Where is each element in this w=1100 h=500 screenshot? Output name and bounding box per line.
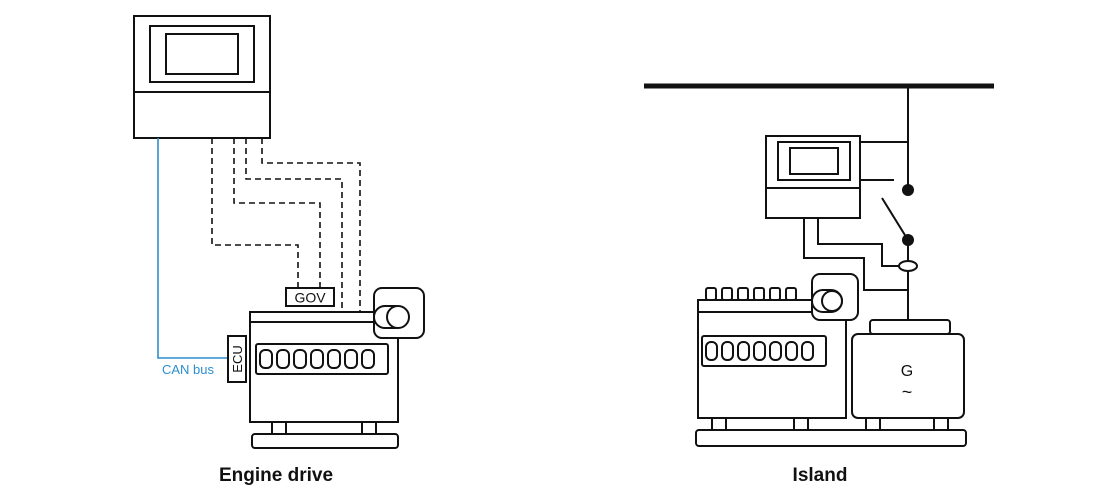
island-engine-block [697, 273, 859, 419]
island-diagram: G ~ Island [644, 83, 994, 486]
engine-drive-diagram: CAN bus GOV [133, 15, 425, 486]
island-cylinder-row [705, 341, 814, 361]
control-signal-lines [211, 138, 361, 312]
breaker-switch [881, 197, 909, 241]
gov-label: GOV [294, 290, 326, 306]
cylinder-row [259, 349, 375, 369]
engine-block: ECU [227, 287, 425, 449]
island-caption: Island [793, 465, 848, 486]
generator-ac-symbol: ~ [902, 382, 913, 402]
valve-covers [705, 287, 797, 301]
generator: G ~ [851, 319, 965, 419]
island-turbocharger [811, 273, 859, 321]
generator-label: G [901, 363, 913, 380]
feeder-line [881, 86, 918, 320]
island-base [695, 417, 967, 447]
engine-base [251, 433, 399, 449]
controller-unit [133, 15, 271, 139]
island-controller-unit [765, 135, 861, 219]
current-transformer [898, 260, 918, 272]
generator-housing [851, 333, 965, 419]
controller-display-screen [165, 33, 239, 75]
turbocharger [373, 287, 425, 339]
ecu-label: ECU [230, 345, 245, 372]
ecu-box: ECU [227, 335, 247, 383]
can-bus-line: CAN bus [157, 138, 228, 377]
governor-box: GOV [285, 287, 335, 307]
breaker-contact-top [902, 184, 914, 196]
can-bus-label: CAN bus [162, 362, 215, 377]
measurement-wiring [803, 141, 908, 291]
engine-drive-caption: Engine drive [219, 465, 333, 486]
